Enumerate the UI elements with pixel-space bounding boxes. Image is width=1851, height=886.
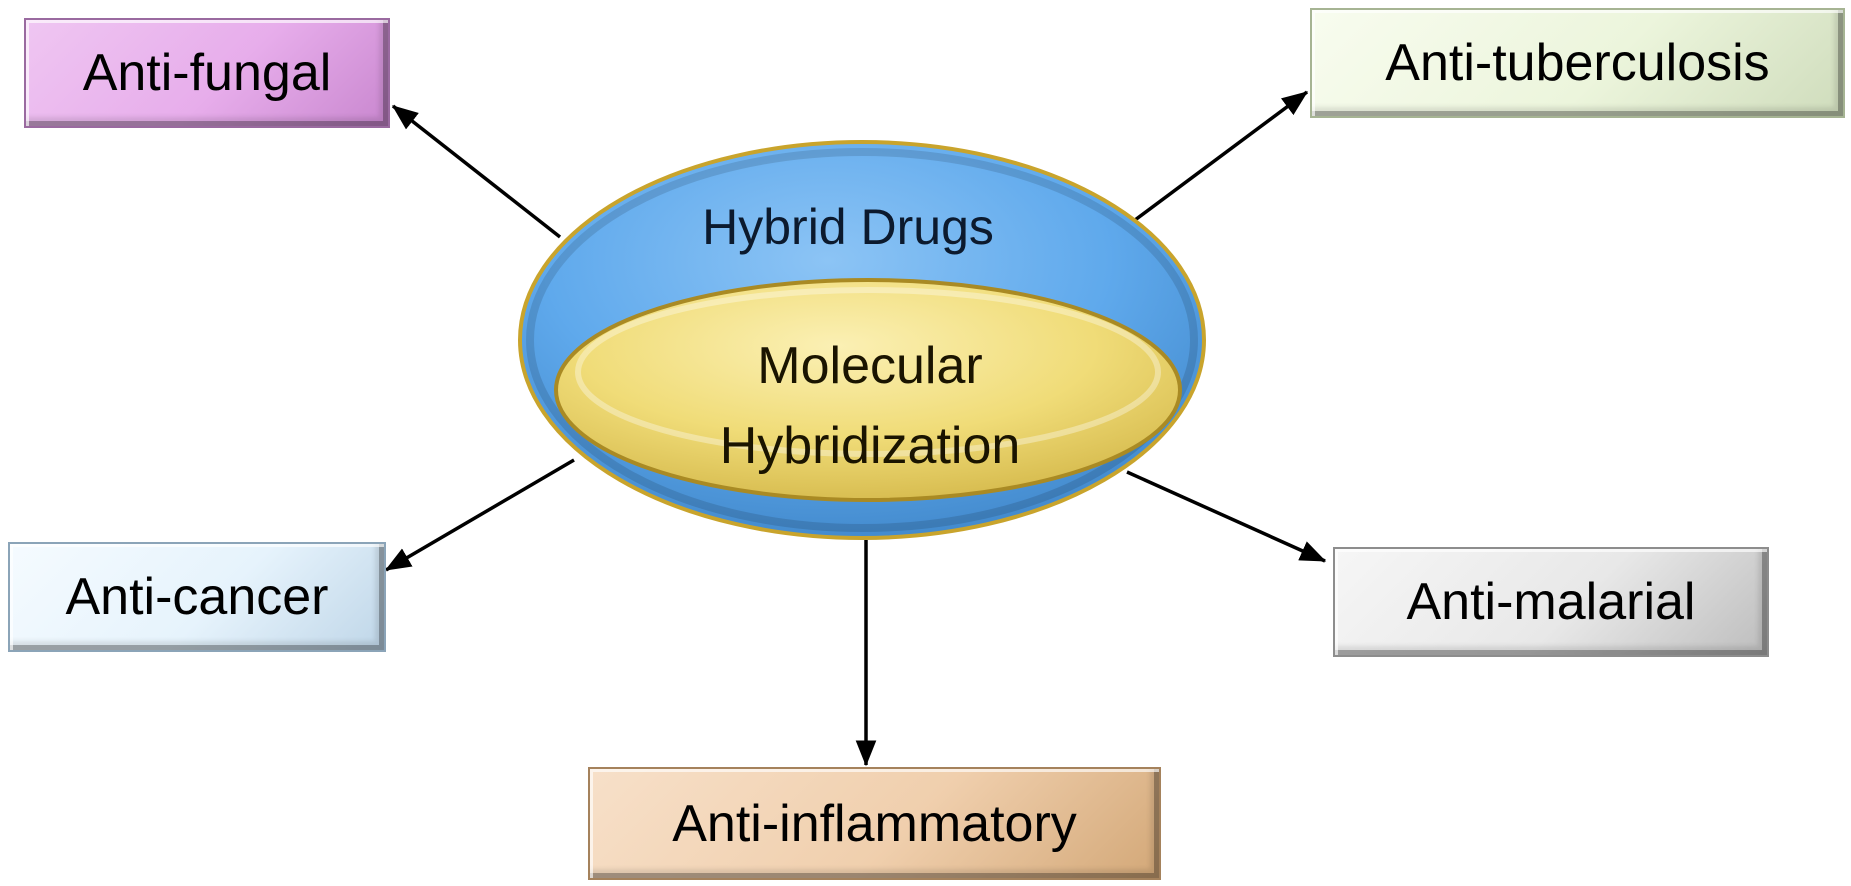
molecular-hybridization-line2: Hybridization (719, 417, 1021, 475)
arrow-to-anticancer (384, 458, 575, 572)
molecular-hybridization-ellipse-highlight (575, 287, 1161, 457)
arrow-to-antimalarial (1126, 470, 1327, 563)
antifungal-box: Anti-fungal (24, 18, 390, 128)
antiinflammatory-box: Anti-inflammatory (588, 767, 1161, 880)
molecular-hybridization-line1: Molecular (757, 337, 983, 395)
molecular-hybridization-ellipse (554, 278, 1182, 502)
antimalarial-box: Anti-malarial (1333, 547, 1769, 657)
hybrid-drugs-ellipse-shadow (526, 148, 1198, 532)
arrow-to-antifungal (391, 104, 562, 239)
anticancer-box: Anti-cancer (8, 542, 386, 652)
hybrid-drugs-label: Hybrid Drugs (702, 199, 994, 255)
arrow-to-antituberculosis (1133, 90, 1309, 222)
antituberculosis-box: Anti-tuberculosis (1310, 8, 1845, 118)
molecular-hybridization-label: Molecular Hybridization (645, 326, 1095, 486)
